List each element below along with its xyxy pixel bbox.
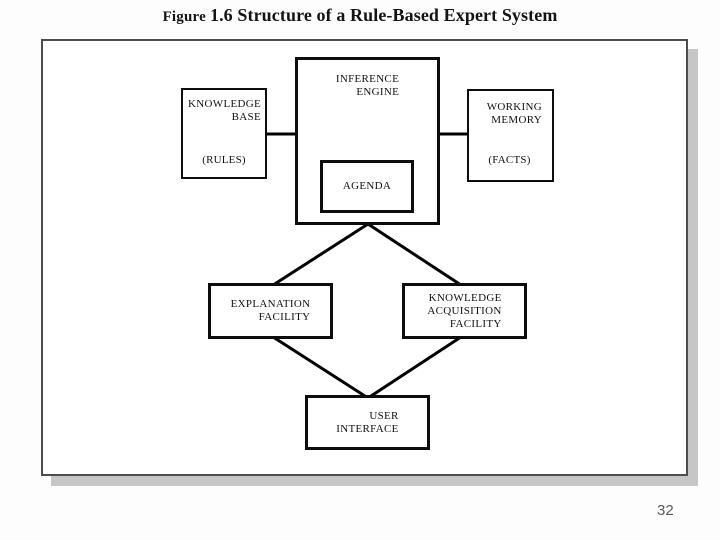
inference-engine-label: INFERENCE ENGINE (336, 73, 399, 99)
slide-title: Figure 1.6 Structure of a Rule-Based Exp… (0, 5, 720, 26)
label-line: FACILITY (449, 317, 502, 330)
label-line: EXPLANATION (230, 298, 311, 310)
label-line: KNOWLEDGE (428, 291, 502, 304)
page-number: 32 (657, 502, 674, 519)
label-line: KNOWLEDGE (188, 98, 261, 110)
label-line: BASE (231, 111, 261, 123)
connector-ef-ui (269, 333, 369, 400)
figure-title-text: 1.6 Structure of a Rule-Based Expert Sys… (209, 5, 558, 25)
label-line: MEMORY (491, 114, 542, 126)
explanation-facility-label: EXPLANATION FACILITY (231, 298, 311, 324)
knowledge-base-box: KNOWLEDGE BASE (RULES) (181, 88, 267, 179)
figure-prefix: Figure (162, 9, 206, 25)
knowledge-base-sublabel: (RULES) (202, 154, 246, 166)
explanation-facility-box: EXPLANATION FACILITY (208, 283, 333, 339)
label-line: ENGINE (356, 86, 400, 98)
label-line: WORKING (486, 101, 542, 113)
agenda-label: AGENDA (342, 180, 392, 192)
label-line: INTERFACE (336, 422, 399, 435)
connector-kaf-ui (367, 333, 465, 400)
working-memory-sublabel: (FACTS) (488, 154, 531, 166)
label-line: FACILITY (258, 311, 311, 323)
user-interface-box: USER INTERFACE (305, 395, 430, 450)
diagram-canvas: KNOWLEDGE BASE (RULES) INFERENCE ENGINE … (41, 39, 688, 476)
knowledge-acquisition-facility-box: KNOWLEDGE ACQUISITION FACILITY (402, 283, 527, 339)
connector-ie-kaf (367, 222, 465, 289)
user-interface-label: USER INTERFACE (336, 410, 398, 436)
label-line: USER (369, 409, 399, 422)
knowledge-acquisition-facility-label: KNOWLEDGE ACQUISITION FACILITY (427, 292, 501, 331)
connector-lines (265, 132, 471, 400)
working-memory-label: WORKING MEMORY (473, 101, 542, 127)
label-line: INFERENCE (335, 73, 400, 85)
agenda-box: AGENDA (320, 160, 414, 213)
working-memory-box: WORKING MEMORY (FACTS) (467, 89, 554, 182)
label-line: ACQUISITION (427, 304, 502, 317)
connector-ie-ef (269, 222, 369, 289)
knowledge-base-label: KNOWLEDGE BASE (187, 98, 261, 124)
